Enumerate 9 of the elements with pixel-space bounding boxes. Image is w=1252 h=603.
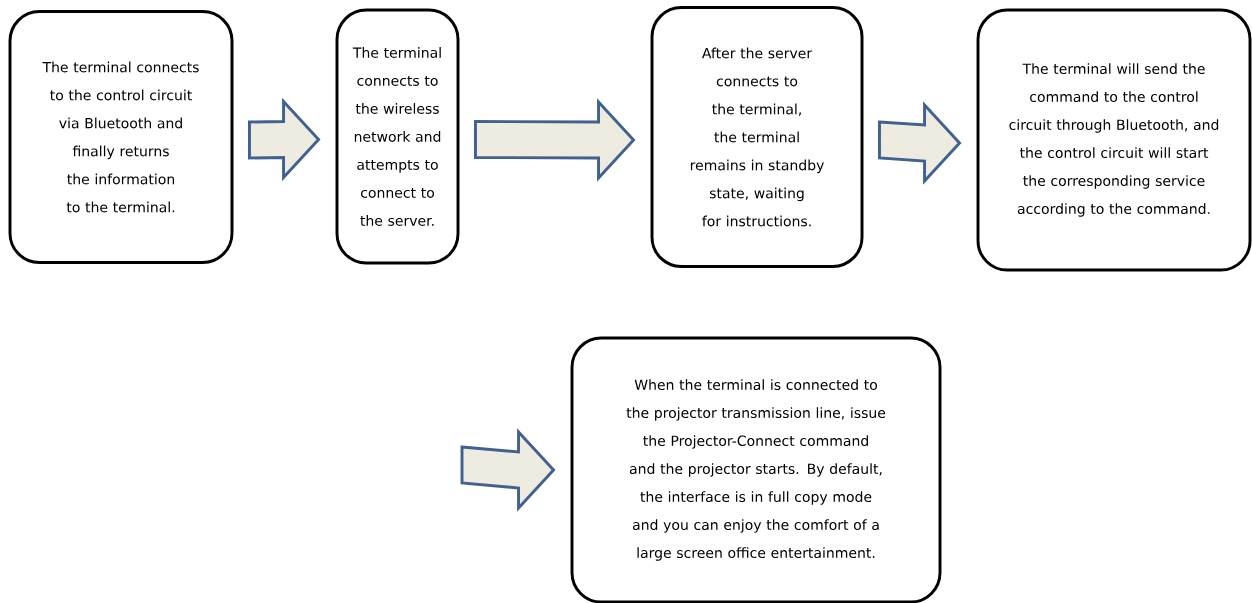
block-arrow: [878, 101, 962, 185]
block-arrow: [474, 98, 636, 182]
block-arrow: [460, 428, 556, 512]
process-box: When the terminal is connected to the projector transmission line, issue the Projector-Connect command and the projector starts. By default, the interface is in full copy mode and you can enjoy the comfort of a large screen office entertainment.: [570, 336, 942, 603]
process-box: The terminal connects to the wireless network and attempts to connect to the server.: [335, 8, 460, 265]
process-box: The terminal will send the command to the control circuit through Bluetooth, and the control circuit will start the corresponding service according to the command.: [976, 8, 1252, 272]
process-box: The terminal connects to the control circuit via Bluetooth and finally returns the information to the terminal.: [8, 10, 234, 264]
block-arrow: [248, 97, 321, 182]
process-box: After the server connects to the terminal, the terminal remains in standby state, waiting for instructions.: [650, 6, 864, 268]
